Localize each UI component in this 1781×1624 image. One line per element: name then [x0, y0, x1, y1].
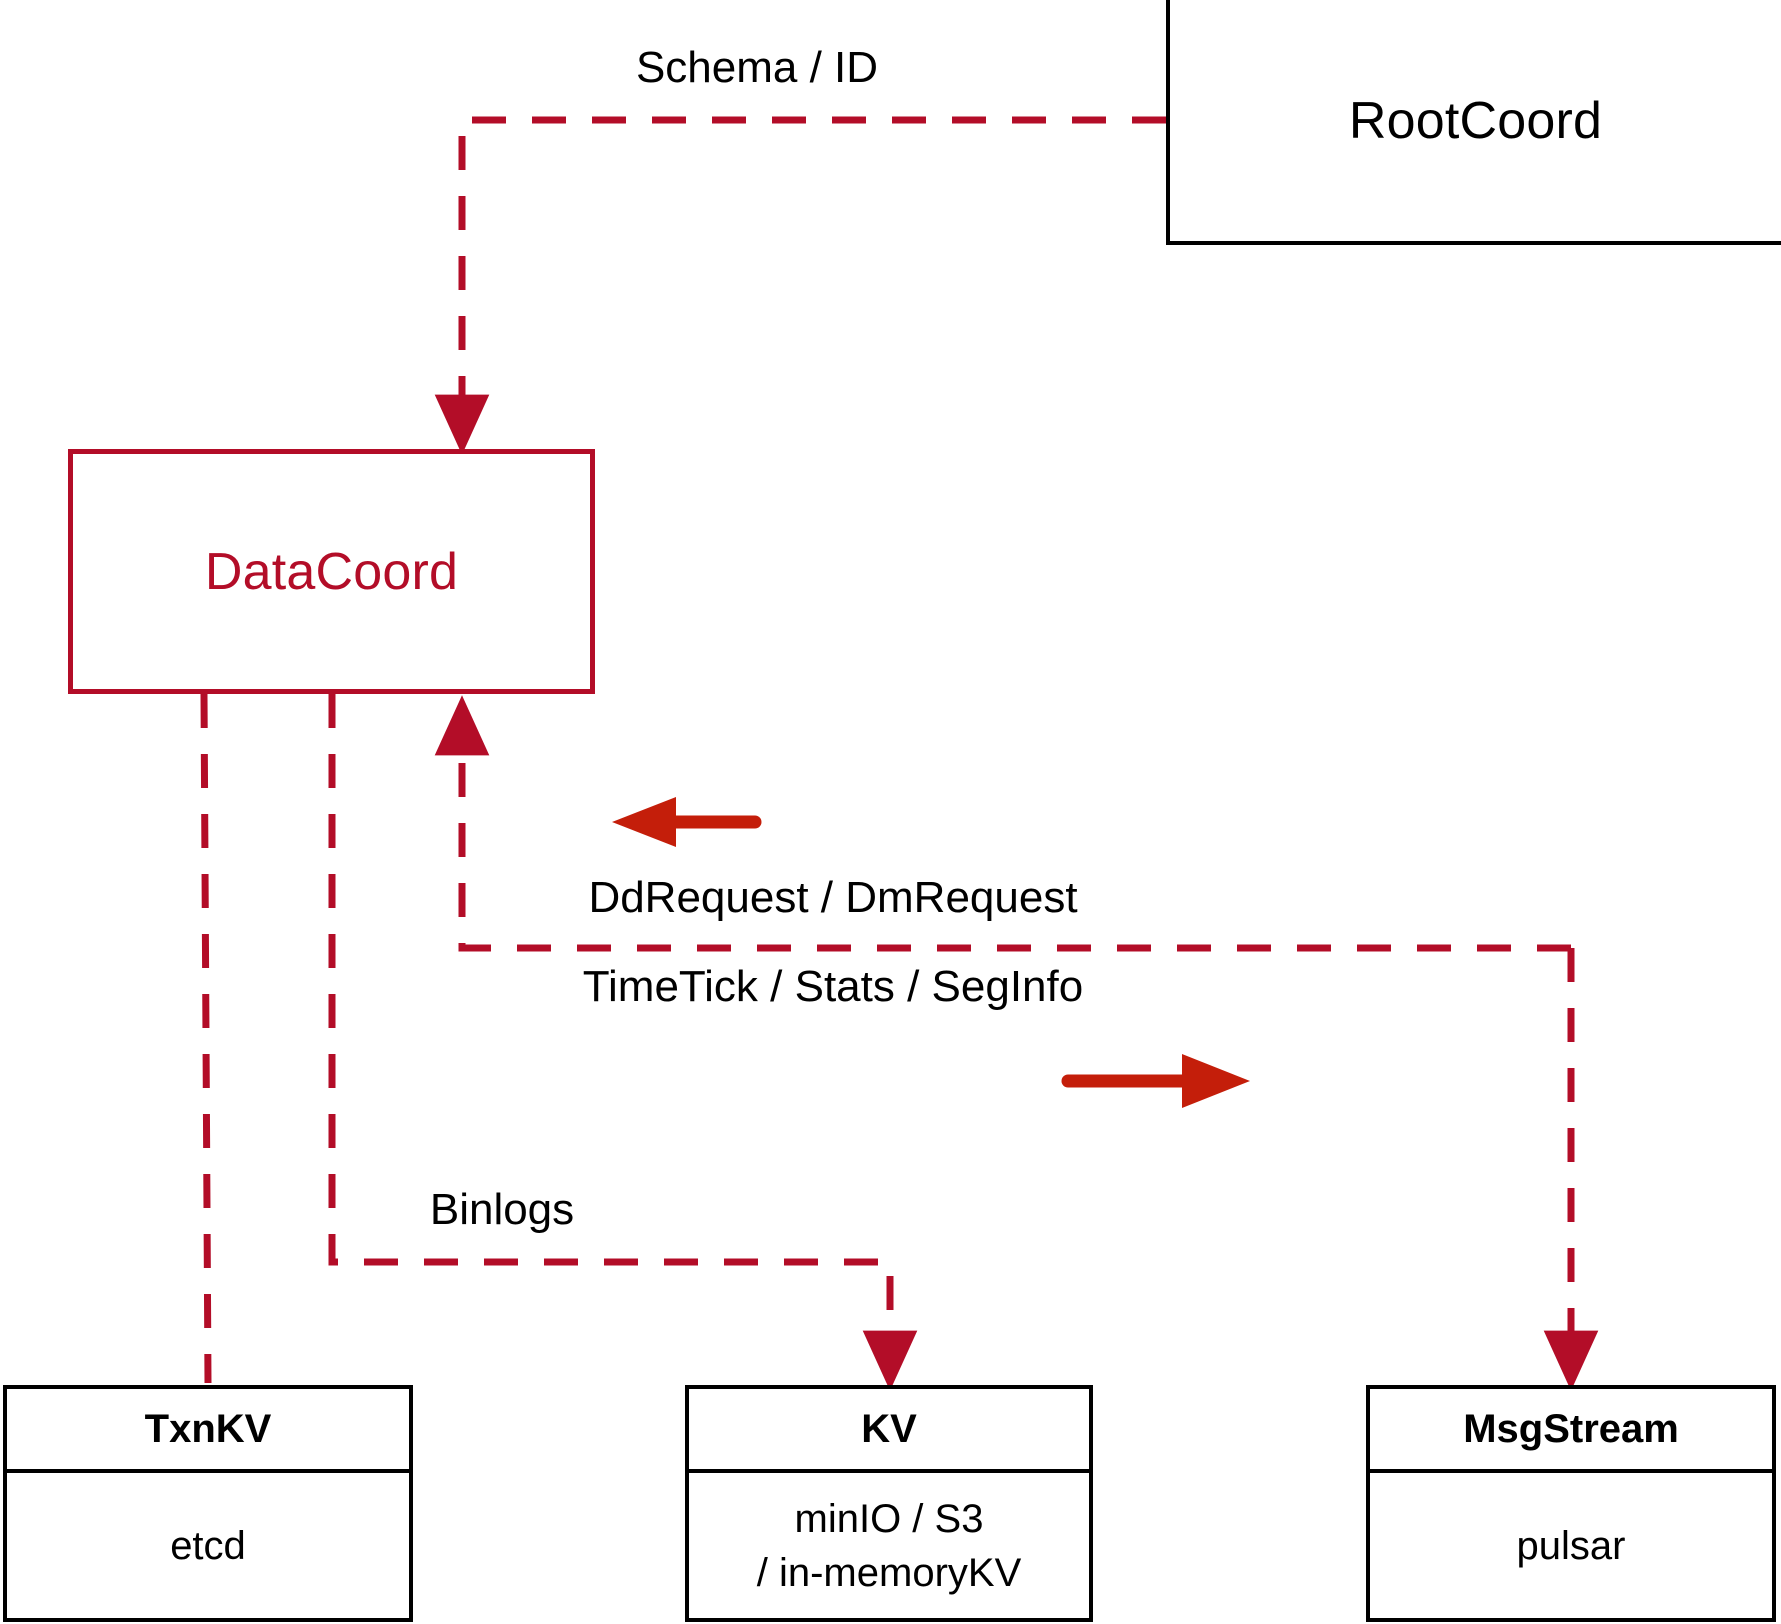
edge-label-timetick-stats-seginfo: TimeTick / Stats / SegInfo: [582, 962, 1084, 1011]
node-msgstream-body: pulsar: [1370, 1473, 1772, 1618]
node-txnkv-body: etcd: [7, 1473, 409, 1618]
node-kv-body: minIO / S3 / in-memoryKV: [689, 1473, 1089, 1618]
outbound-flow-arrow: [1061, 1054, 1250, 1108]
node-kv-header: KV: [689, 1389, 1089, 1473]
node-txnkv[interactable]: TxnKV etcd: [3, 1385, 413, 1622]
node-msgstream-body-line-1: pulsar: [1516, 1523, 1626, 1568]
node-msgstream[interactable]: MsgStream pulsar: [1366, 1385, 1776, 1622]
edge-datacoord-to-kv: [328, 694, 918, 1391]
node-txnkv-header: TxnKV: [7, 1389, 409, 1473]
node-txnkv-body-line-1: etcd: [170, 1523, 246, 1568]
inbound-flow-arrow: [612, 797, 762, 847]
node-datacoord-label: DataCoord: [204, 542, 459, 601]
edge-datacoord-to-txnkv: [200, 693, 212, 1384]
node-rootcoord[interactable]: RootCoord: [1166, 0, 1781, 245]
node-msgstream-header: MsgStream: [1370, 1389, 1772, 1473]
node-kv-body-line-1: minIO / S3: [794, 1496, 984, 1541]
edge-label-binlogs: Binlogs: [429, 1185, 575, 1234]
edge-msgstream-to-datacoord: [434, 695, 1571, 952]
edge-label-dd-dm-request: DdRequest / DmRequest: [588, 873, 1078, 922]
edge-rootcoord-to-datacoord: [434, 116, 1166, 455]
node-kv-body-line-2: / in-memoryKV: [756, 1550, 1022, 1595]
node-kv[interactable]: KV minIO / S3 / in-memoryKV: [685, 1385, 1093, 1622]
node-datacoord[interactable]: DataCoord: [68, 449, 595, 694]
node-rootcoord-label: RootCoord: [1348, 91, 1603, 150]
edge-label-schema-id: Schema / ID: [635, 43, 879, 92]
